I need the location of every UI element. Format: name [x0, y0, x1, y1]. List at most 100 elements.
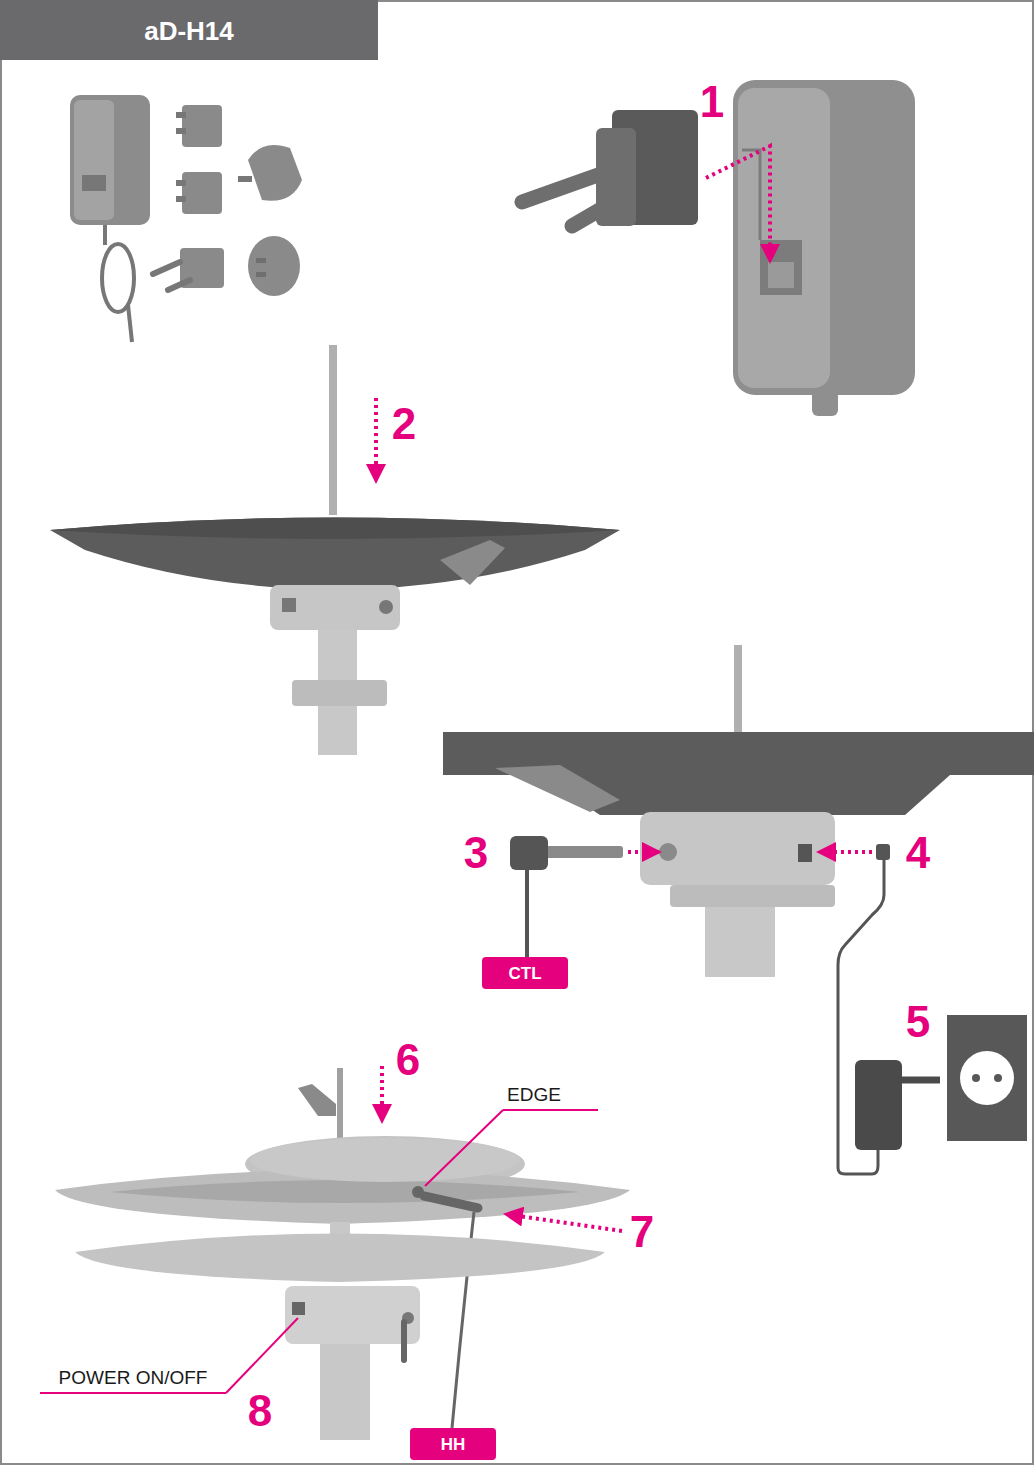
page-frame-part	[0, 0, 378, 60]
cymbal-closeup-part	[798, 844, 812, 862]
adapter-kit	[70, 95, 302, 342]
cymbal-pad-part	[440, 540, 505, 585]
signal-tag: HH	[410, 1428, 496, 1460]
callout-number: 2	[392, 402, 416, 446]
adapter-kit-part	[256, 258, 266, 263]
power-plug-part	[902, 1077, 940, 1084]
hihat-assembly	[55, 1066, 630, 1440]
hihat-assembly-part	[285, 1286, 420, 1344]
callout-number: 4	[906, 831, 930, 875]
adapter-kit-part	[102, 244, 134, 312]
hihat-assembly-part	[110, 1180, 580, 1203]
ctl-plug-part	[628, 850, 660, 854]
adapter-large-part	[738, 88, 830, 388]
wall-socket-part	[960, 1051, 1014, 1105]
ctl-plug-part	[545, 846, 623, 858]
hihat-assembly-part	[292, 1302, 305, 1315]
cymbal-closeup-part	[659, 843, 677, 861]
adapter-large-part	[760, 240, 802, 295]
wall-socket	[947, 1015, 1027, 1141]
cymbal-pad-part	[329, 345, 337, 515]
cymbal-pad	[50, 345, 620, 755]
hihat-assembly-part	[298, 1084, 336, 1116]
leader-lines-part	[226, 1318, 298, 1393]
adapter-large-part	[742, 150, 760, 240]
signal-name: HH	[441, 1436, 466, 1453]
assembly-arrow	[706, 146, 770, 262]
callout-number: 7	[630, 1210, 654, 1254]
power-plug-part	[818, 850, 872, 854]
adapter-kit-part	[70, 95, 150, 225]
leader-lines-part	[40, 1392, 226, 1394]
wall-socket-part	[972, 1074, 980, 1082]
signal-tag: CTL	[482, 957, 568, 989]
callout-number: 1	[700, 80, 724, 124]
title-text: aD-H14	[144, 18, 234, 44]
hihat-assembly-part	[424, 1196, 478, 1208]
adapter-kit-part	[176, 180, 186, 186]
hihat-assembly-part	[250, 1138, 520, 1182]
wall-socket-part	[947, 1015, 1027, 1141]
adapter-kit-part	[74, 100, 114, 220]
ctl-plug-part	[525, 868, 529, 958]
signal-name: CTL	[508, 965, 541, 982]
cymbal-closeup-part	[443, 732, 1034, 815]
plug-adapter-part	[572, 205, 608, 226]
power-plug-part	[855, 1060, 902, 1150]
callout-number: 3	[464, 831, 488, 875]
callout-number: 5	[906, 1000, 930, 1044]
adapter-large-part	[733, 80, 915, 395]
adapter-kit-part	[153, 262, 180, 274]
adapter-kit-part	[168, 280, 190, 290]
adapter-kit-part	[248, 236, 300, 296]
cymbal-closeup-part	[670, 885, 835, 907]
hihat-assembly-part	[337, 1068, 343, 1140]
callout-number: 6	[396, 1038, 420, 1082]
leader-lines-part	[503, 1109, 598, 1111]
adapter-kit-part	[248, 145, 302, 201]
adapter-kit-part	[82, 175, 106, 191]
plug-adapter	[522, 110, 698, 226]
cymbal-closeup	[443, 645, 1034, 977]
cymbal-pad-part	[374, 398, 378, 482]
power-plug-part	[876, 844, 890, 860]
callout-number: 8	[248, 1389, 272, 1433]
power-plug	[818, 844, 940, 1174]
leader-lines-part	[425, 1110, 503, 1186]
adapter-kit-part	[182, 105, 222, 147]
leader-lines	[40, 1110, 598, 1393]
cymbal-pad-part	[292, 680, 387, 706]
cymbal-closeup-part	[640, 812, 835, 885]
assembly-arrow-part	[706, 146, 770, 262]
adapter-kit-part	[128, 305, 132, 342]
ctl-plug-part	[510, 836, 548, 870]
part-label: EDGE	[507, 1085, 561, 1104]
cymbal-closeup-part	[495, 765, 620, 812]
adapter-large-part	[812, 390, 838, 416]
adapter-kit-part	[176, 112, 186, 118]
adapter-kit-part	[103, 225, 107, 245]
hihat-assembly-part	[505, 1214, 622, 1231]
cymbal-pad-part	[50, 518, 620, 540]
ctl-plug	[510, 836, 660, 958]
hihat-assembly-part	[401, 1322, 407, 1360]
adapter-kit-part	[182, 172, 222, 214]
adapter-large-part	[768, 262, 794, 288]
part-label: POWER ON/OFF	[59, 1368, 208, 1387]
adapter-kit-part	[238, 176, 252, 182]
adapter-kit-part	[176, 128, 186, 134]
cymbal-pad-part	[379, 600, 393, 614]
wall-socket-part	[994, 1074, 1002, 1082]
adapter-large	[733, 80, 915, 416]
cymbal-pad-part	[270, 585, 400, 630]
cymbal-closeup-part	[734, 645, 742, 735]
hihat-assembly-part	[380, 1066, 384, 1122]
hihat-assembly-part	[320, 1344, 370, 1440]
adapter-kit-part	[256, 272, 266, 277]
adapter-kit-part	[176, 196, 186, 202]
